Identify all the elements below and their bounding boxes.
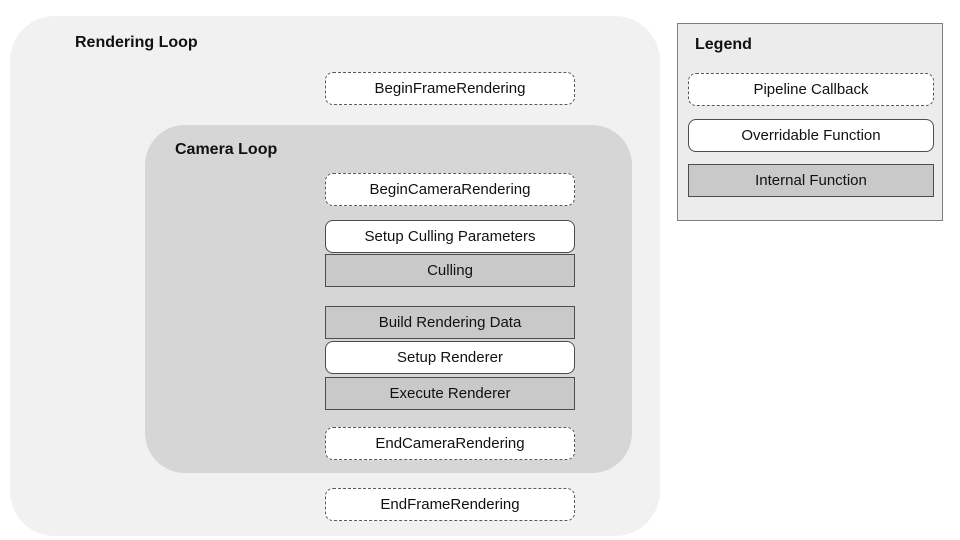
rendering-loop-title: Rendering Loop: [75, 34, 198, 51]
rendering-loop-container: Rendering Loop BeginFrameRendering Camer…: [10, 16, 660, 536]
node-begin-frame-rendering: BeginFrameRendering: [325, 72, 575, 105]
legend-item-internal-function: Internal Function: [688, 164, 934, 197]
node-end-frame-rendering: EndFrameRendering: [325, 488, 575, 521]
legend-item-overridable-function: Overridable Function: [688, 119, 934, 152]
legend-panel: Legend Pipeline Callback Overridable Fun…: [677, 23, 943, 221]
node-execute-renderer: Execute Renderer: [325, 377, 575, 410]
node-culling: Culling: [325, 254, 575, 287]
legend-item-pipeline-callback: Pipeline Callback: [688, 73, 934, 106]
node-setup-renderer: Setup Renderer: [325, 341, 575, 374]
node-build-rendering-data: Build Rendering Data: [325, 306, 575, 339]
camera-loop-container: Camera Loop BeginCameraRendering Setup C…: [145, 125, 632, 473]
node-begin-camera-rendering: BeginCameraRendering: [325, 173, 575, 206]
camera-loop-title: Camera Loop: [175, 141, 278, 158]
legend-title: Legend: [695, 36, 752, 53]
node-end-camera-rendering: EndCameraRendering: [325, 427, 575, 460]
node-setup-culling-parameters: Setup Culling Parameters: [325, 220, 575, 253]
